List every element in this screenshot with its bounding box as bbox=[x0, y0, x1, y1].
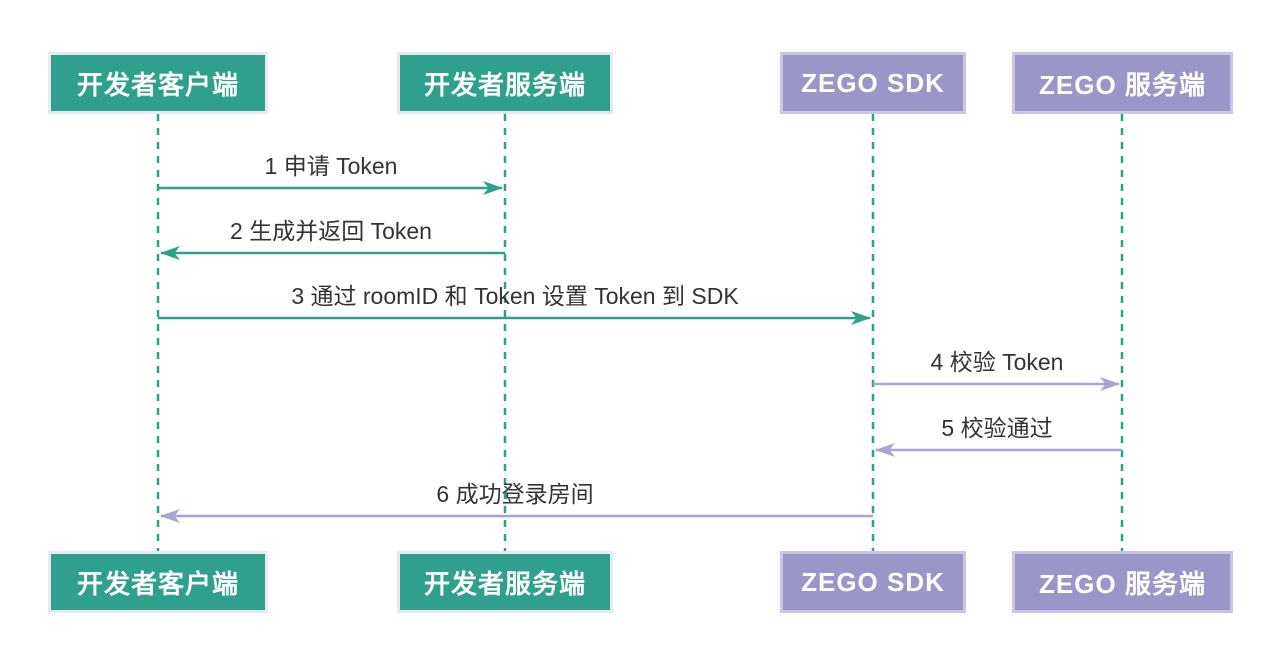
actor-dev-client-top: 开发者客户端 bbox=[48, 52, 268, 114]
message-label-2: 2 生成并返回 Token bbox=[230, 218, 432, 244]
actor-dev-client-bottom: 开发者客户端 bbox=[48, 551, 268, 613]
message-label-1: 1 申请 Token bbox=[264, 153, 398, 179]
actor-zego-sdk-top: ZEGO SDK bbox=[780, 52, 966, 114]
actor-zego-server-top: ZEGO 服务端 bbox=[1012, 52, 1233, 114]
actor-zego-sdk-bottom: ZEGO SDK bbox=[780, 551, 966, 613]
message-label-4: 4 校验 Token bbox=[930, 349, 1064, 375]
message-label-6: 6 成功登录房间 bbox=[436, 481, 594, 507]
actor-dev-server-bottom: 开发者服务端 bbox=[397, 551, 613, 613]
actor-dev-server-top: 开发者服务端 bbox=[397, 52, 613, 114]
message-label-3: 3 通过 roomID 和 Token 设置 Token 到 SDK bbox=[291, 283, 739, 309]
message-label-5: 5 校验通过 bbox=[941, 415, 1053, 441]
actor-zego-server-bottom: ZEGO 服务端 bbox=[1012, 551, 1233, 613]
